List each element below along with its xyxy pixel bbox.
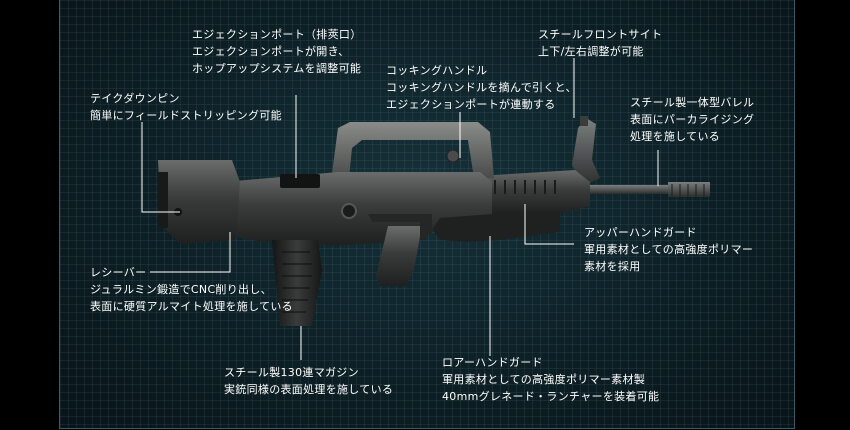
annotation-lower-handguard: ロアーハンドガード 軍用素材としての高強度ポリマー素材製 40mmグレネード・ラ…	[442, 354, 659, 405]
annotation-title: スチールフロントサイト	[538, 28, 663, 41]
pistol-grip	[376, 226, 422, 286]
annotation-line: 軍用素材としての高強度ポリマー	[584, 243, 754, 256]
ejection-port	[280, 174, 320, 188]
stock	[158, 160, 240, 244]
magazine	[272, 240, 322, 326]
annotation-line: ジュラルミン鍛造でCNC削り出し、	[90, 283, 272, 296]
annotation-title: スチール製一体型バレル	[630, 96, 755, 109]
annotation-line: 軍用素材としての高強度ポリマー素材製	[442, 373, 646, 386]
upper-handguard	[478, 170, 590, 214]
annotation-line: コッキングハンドルを摘んで引くと、	[386, 81, 577, 94]
annotation-barrel: スチール製一体型バレル 表面にパーカライジング 処理を施している	[630, 94, 754, 145]
annotation-line: 素材を採用	[584, 260, 641, 273]
front-sight	[572, 116, 600, 186]
annotation-line: ホップアップシステムを調整可能	[192, 62, 362, 75]
annotation-title: コッキングハンドル	[386, 64, 488, 77]
annotation-line: 表面にパーカライジング	[630, 113, 755, 126]
annotation-line: 処理を施している	[630, 130, 721, 143]
annotation-line: 簡単にフィールドストリッピング可能	[90, 109, 282, 122]
annotation-line: エジェクションポートが連動する	[386, 98, 556, 111]
annotation-title: レシーバー	[90, 266, 147, 279]
annotation-title: アッパーハンドガード	[584, 226, 697, 239]
annotation-title: ロアーハンドガード	[442, 356, 543, 369]
carry-handle	[330, 122, 494, 188]
trigger-guard	[368, 214, 432, 236]
annotation-cocking-handle: コッキングハンドル コッキングハンドルを摘んで引くと、 エジェクションポートが連…	[386, 62, 577, 113]
leader-lines	[141, 58, 659, 360]
leader-upper-handguard	[524, 204, 574, 245]
annotation-line: 表面に硬質アルマイト処理を施している	[90, 300, 293, 313]
annotation-ejection-port: エジェクションポート（排莢口） エジェクションポートが開き、 ホップアップシステ…	[192, 26, 362, 77]
annotation-title: スチール製130連マガジン	[224, 366, 359, 379]
annotation-upper-handguard: アッパーハンドガード 軍用素材としての高強度ポリマー 素材を採用	[584, 224, 753, 275]
cocking-handle	[446, 149, 460, 163]
annotation-line: 上下/左右調整が可能	[538, 45, 644, 58]
annotation-front-sight: スチールフロントサイト 上下/左右調整が可能	[538, 26, 662, 60]
annotation-title: エジェクションポート（排莢口）	[192, 28, 362, 41]
leader-receiver	[150, 232, 231, 273]
leader-takedown-pin	[141, 122, 180, 213]
annotation-line: エジェクションポートが開き、	[192, 45, 350, 58]
barrel	[586, 182, 710, 197]
annotation-line: 実銃同様の表面処理を施している	[224, 383, 394, 396]
annotation-line: 40mmグレネード・ランチャーを装着可能	[442, 390, 660, 403]
annotation-receiver: レシーバー ジュラルミン鍛造でCNC削り出し、 表面に硬質アルマイト処理を施して…	[90, 264, 293, 315]
annotation-magazine: スチール製130連マガジン 実銃同様の表面処理を施している	[224, 364, 393, 398]
selector-knob	[341, 203, 357, 219]
annotation-title: テイクダウンピン	[90, 92, 180, 105]
annotation-takedown-pin: テイクダウンピン 簡単にフィールドストリッピング可能	[90, 90, 282, 124]
